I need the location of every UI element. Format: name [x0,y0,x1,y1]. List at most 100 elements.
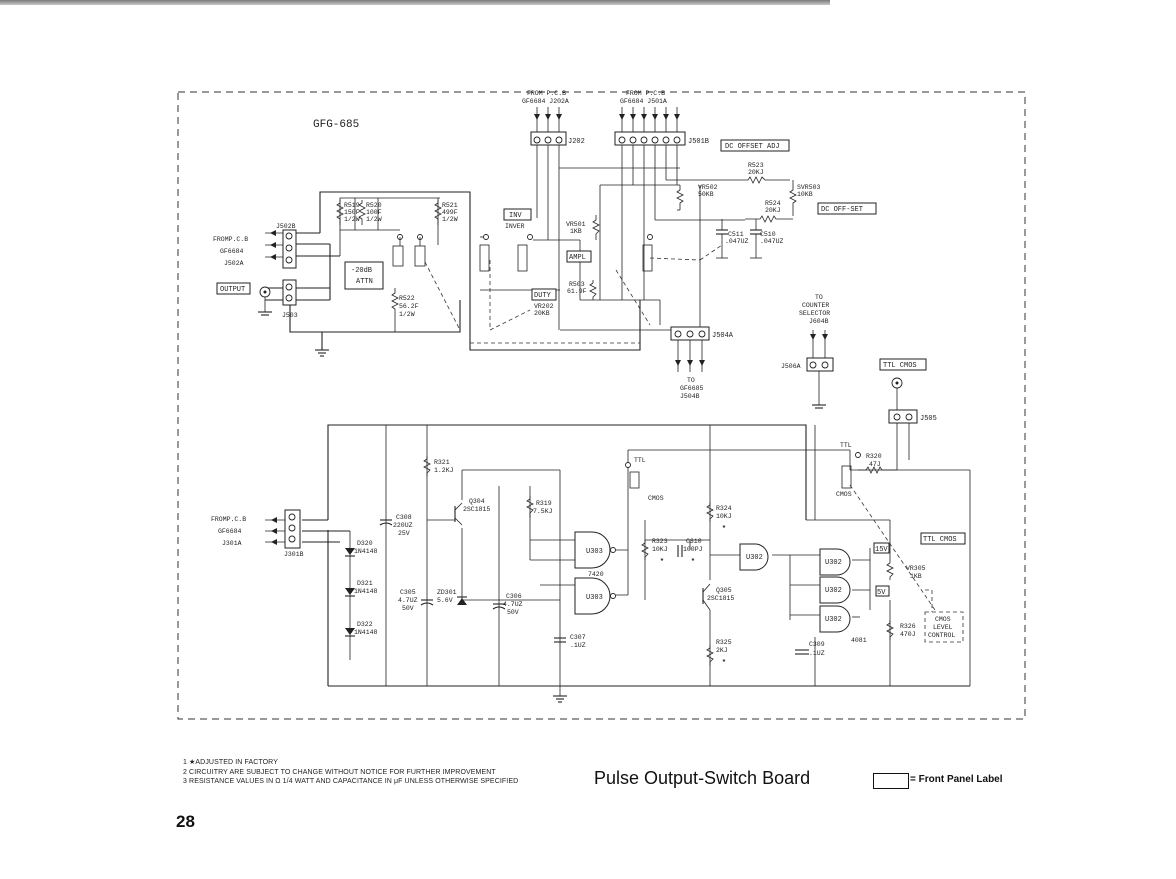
from-j202a-line1: FROM P.C.B [527,90,566,97]
r324-star: ★ [722,523,726,530]
d322-value: 1N4148 [354,629,378,636]
5v-panel-box [875,585,890,597]
c310-star: ★ [691,556,695,563]
r520-ref: R520 [366,202,382,209]
r320-resistor [858,466,897,474]
u302c-label: U302 [825,587,842,595]
dc-offset-label: DC OFF-SET [821,206,863,214]
from-j202a-line2: GF6684 J202A [522,98,569,105]
r319-resistor [526,496,534,518]
15v-panel-box [873,542,890,554]
r503-value: 61.9F [567,288,587,295]
j504a-connector [670,326,710,372]
from-j502a-line2: GF6684 [220,248,244,255]
c309-value: .1UZ [809,650,825,657]
c510-value: .047UZ [760,238,784,245]
zd301-value: 5.6V [437,597,453,604]
inv-label: INV [509,212,522,220]
j202-connector [530,107,567,146]
vr502-value: 50KB [698,191,714,198]
c511-capacitor [716,219,728,258]
c305-capacitor [420,599,434,606]
c308-ref: C308 [396,514,412,521]
r521-watt: 1/2W [442,216,458,223]
j506a-connector [806,330,834,409]
j502b-label: J502B [276,223,296,230]
r319-value: 7.5KJ [533,508,553,515]
r321-value: 1.2KJ [434,467,454,474]
j301b-connector [265,509,301,549]
r522-watt: 1/2W [399,311,415,318]
to-j504b-line2: GF6685 [680,385,704,392]
r519-watt: 1/2W [344,216,360,223]
u302-gate-d [819,605,851,633]
ttl-cmos-dash-link [849,484,936,611]
r521-ref: R521 [442,202,458,209]
vr502-pot [676,185,684,210]
j202-label: J202 [568,138,585,146]
vr202-value: 20KB [534,310,550,317]
u302b-label: U302 [825,559,842,567]
j501b-label: J501B [688,138,709,146]
c310-capacitor [677,545,683,557]
cmos-level-line3: CONTROL [928,632,955,639]
r324-ref: R324 [716,505,732,512]
r321-resistor [423,456,431,476]
c310-ref: C310 [686,538,702,545]
footnote-3: 3 RESISTANCE VALUES IN Ω 1/4 WATT AND CA… [183,778,519,785]
ttl-cmos-switch [629,471,640,489]
from-j301a-line1: FROMP.C.B [211,516,246,523]
from-j502a-line1: FROMP.C.B [213,236,248,243]
dc-offset-adj-label: DC OFFSET ADJ [725,143,780,151]
c511-ref: C511 [728,231,744,238]
q304-transistor [454,502,463,526]
output-panel-box [216,282,251,295]
c305-value: 4.7UZ [398,597,418,604]
r519-value: 150F [344,209,360,216]
to-counter-line3: SELECTOR [799,310,830,317]
attn-panel-box [344,261,384,290]
c309-capacitor [795,649,809,655]
cmos-level-dash-link [925,589,933,612]
r520-watt: 1/2W [366,216,382,223]
q305-ref: Q305 [716,587,732,594]
c510-capacitor [716,219,762,259]
r524-value: 20KJ [765,207,781,214]
c306-voltage: 50V [507,609,519,616]
attn-line1: -20dB [351,267,372,275]
j503-label: J503 [282,312,298,319]
c306-ref: C306 [506,593,522,600]
offset-switch [642,234,723,272]
u303-gate-b [574,577,616,615]
svr503-value: 10KB [797,191,813,198]
d320-ref: D320 [357,540,373,547]
d321-ref: D321 [357,580,373,587]
j501b-connector [614,107,686,146]
diagram-caption: Pulse Output-Switch Board [594,768,811,788]
q304-value: 2SC1815 [463,506,490,513]
ampl-label: AMPL [569,254,586,262]
r522-ref: R522 [399,295,415,302]
5v-label: 5V [877,589,886,597]
q305-transistor [702,583,711,611]
r320-ref: R320 [866,453,882,460]
vr501-value: 1KB [570,228,582,235]
r522-value: 56.2F [399,303,419,310]
r521-resistor [434,200,442,225]
output-bnc-connector [258,279,297,316]
attn-switch [392,234,461,331]
ttl-cmos-top-label: TTL CMOS [883,362,917,370]
r521-value: 499F [442,209,458,216]
vr305-value: 1KB [910,573,922,580]
ground-symbol-left [315,349,329,357]
inver-label: INVER [505,223,525,230]
ic7420-label: 7420 [588,571,604,578]
vr502-ref: VR502 [698,184,718,191]
c307-ref: C307 [570,634,586,641]
r323-ref: R323 [652,538,668,545]
c306-capacitor [492,603,506,610]
r519-r520-resistors [336,200,366,225]
svr503-ref: SVR503 [797,184,821,191]
15v-label: 15V [875,546,888,554]
